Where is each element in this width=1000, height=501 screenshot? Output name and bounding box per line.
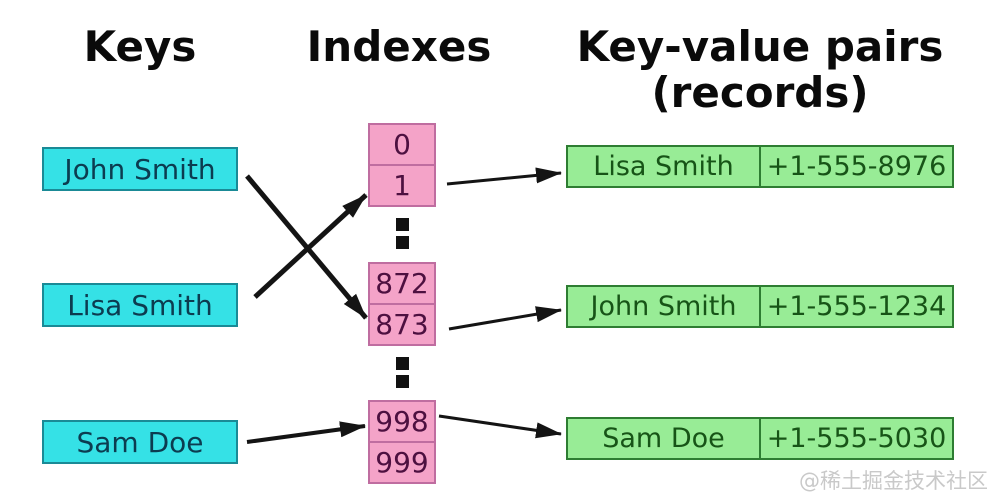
key-box-lisa-smith: Lisa Smith	[42, 283, 238, 327]
key-box-john-smith: John Smith	[42, 147, 238, 191]
ellipsis-dot	[396, 236, 409, 249]
index-bucket-group-top: 0 1	[368, 123, 436, 207]
arrow-index-1-to-record-lisa	[446, 167, 562, 186]
index-cell-0: 0	[368, 123, 436, 166]
key-label: Lisa Smith	[67, 288, 213, 322]
key-label: John Smith	[64, 152, 216, 186]
vertical-ellipsis-icon	[396, 357, 409, 388]
index-bucket-group-bottom: 998 999	[368, 400, 436, 484]
record-key-cell: John Smith	[568, 287, 761, 326]
index-cell-998: 998	[368, 400, 436, 443]
column-title-indexes: Indexes	[306, 22, 492, 71]
ellipsis-dot	[396, 375, 409, 388]
record-value-cell: +1-555-5030	[766, 423, 947, 454]
key-label: Sam Doe	[76, 425, 204, 459]
vertical-ellipsis-icon	[396, 218, 409, 249]
column-title-records-line2: (records)	[651, 68, 869, 117]
index-cell-999: 999	[368, 441, 436, 484]
index-cell-1: 1	[368, 164, 436, 207]
record-value-cell: +1-555-8976	[766, 151, 947, 182]
index-bucket-group-middle: 872 873	[368, 262, 436, 346]
column-title-records-line1: Key-value pairs	[576, 22, 944, 71]
column-title-key-value-pairs: Key-value pairs (records)	[560, 24, 960, 116]
record-key-cell: Lisa Smith	[568, 147, 761, 186]
record-value-cell: +1-555-1234	[766, 291, 947, 322]
arrow-lisa-smith-to-index-1	[253, 193, 368, 299]
column-title-keys: Keys	[83, 22, 197, 71]
ellipsis-dot	[396, 357, 409, 370]
arrow-sam-doe-to-index-998	[246, 421, 366, 444]
record-key-cell: Sam Doe	[568, 419, 761, 458]
record-row-lisa-smith: Lisa Smith +1-555-8976	[566, 145, 954, 188]
key-box-sam-doe: Sam Doe	[42, 420, 238, 464]
arrow-index-873-to-record-john	[448, 306, 562, 331]
index-cell-873: 873	[368, 303, 436, 346]
ellipsis-dot	[396, 218, 409, 231]
arrow-index-998-to-record-sam	[438, 414, 562, 439]
record-row-john-smith: John Smith +1-555-1234	[566, 285, 954, 328]
record-row-sam-doe: Sam Doe +1-555-5030	[566, 417, 954, 460]
watermark-text: @稀土掘金技术社区	[799, 469, 988, 493]
index-cell-872: 872	[368, 262, 436, 305]
